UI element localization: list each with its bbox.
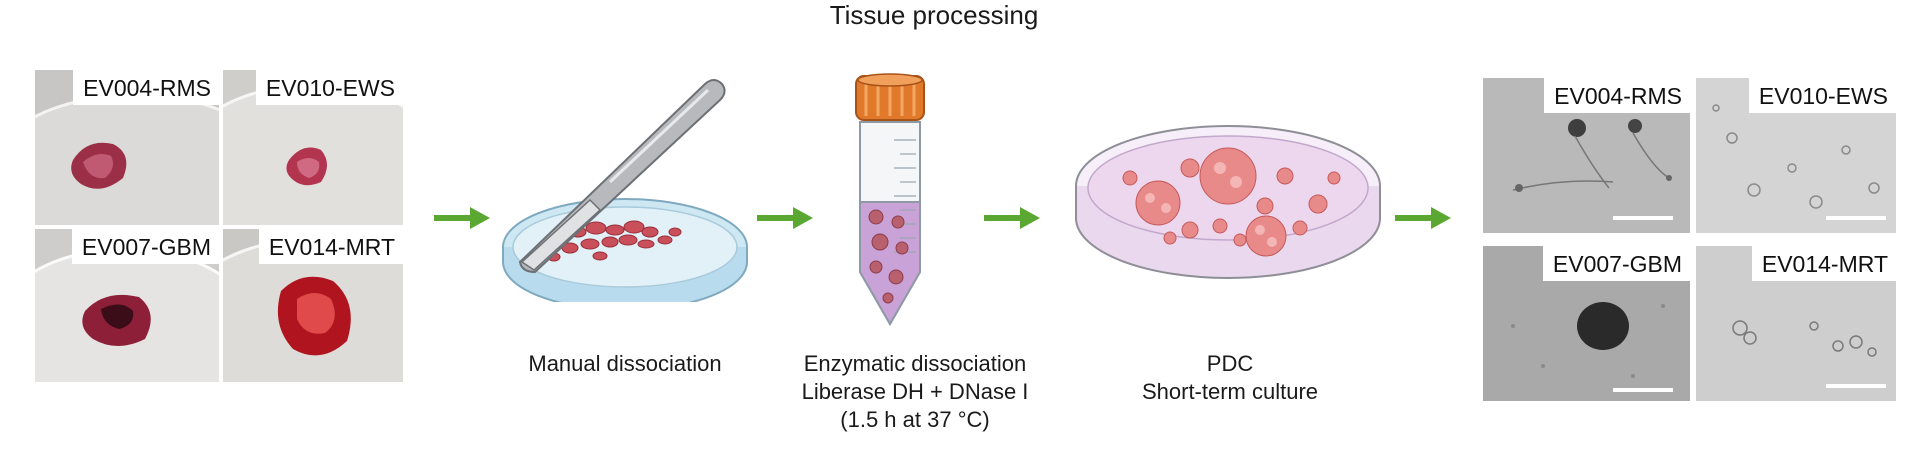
culture-image-label: EV004-RMS [1544,78,1690,113]
caption-line: Short-term culture [1141,379,1319,404]
culture-image-ev014-mrt: EV014-MRT [1696,246,1896,401]
step-caption-manual-dissociation: Manual dissociation [500,350,750,378]
culture-image-ev010-ews: EV010-EWS [1696,78,1896,233]
caption-line: Liberase DH + DNase I [801,379,1029,404]
caption-line: (1.5 h at 37 °C) [840,407,990,432]
conical-tube-icon [855,73,925,327]
step-caption-pdc-culture: PDC Short-term culture [1080,350,1380,406]
arrow-icon [984,207,1040,229]
culture-image-label: EV007-GBM [1542,246,1690,281]
caption-line: PDC [1206,351,1254,376]
tumor-photo-label: EV014-MRT [258,229,403,264]
culture-dish-icon [1075,125,1381,279]
caption-line: Enzymatic dissociation [803,351,1027,376]
tumor-photo-ev010-ews: EV010-EWS [223,70,403,225]
pdc-culture-illustration [1070,108,1390,293]
culture-image-label: EV010-EWS [1748,78,1896,113]
tumor-photo-ev014-mrt: EV014-MRT [223,229,403,382]
arrow-icon [434,207,490,229]
tumor-photo-label: EV007-GBM [71,229,219,264]
arrow-icon [1395,207,1451,229]
arrow-icon [757,207,813,229]
manual-dissociation-illustration [500,72,750,302]
figure-title: Tissue processing [829,0,1039,30]
caption-line: Manual dissociation [528,351,722,376]
enzymatic-dissociation-illustration [850,72,930,332]
tumor-photo-ev004-rms: EV004-RMS [35,70,219,225]
step-caption-enzymatic-dissociation: Enzymatic dissociation Liberase DH + DNa… [780,350,1050,434]
scalpel-petri-dish-icon [502,79,748,302]
culture-image-label: EV014-MRT [1751,246,1896,281]
tumor-photo-label: EV010-EWS [255,70,403,105]
tumor-photo-ev007-gbm: EV007-GBM [35,229,219,382]
culture-image-ev004-rms: EV004-RMS [1483,78,1690,233]
tumor-photo-label: EV004-RMS [73,70,219,105]
culture-image-ev007-gbm: EV007-GBM [1483,246,1690,401]
